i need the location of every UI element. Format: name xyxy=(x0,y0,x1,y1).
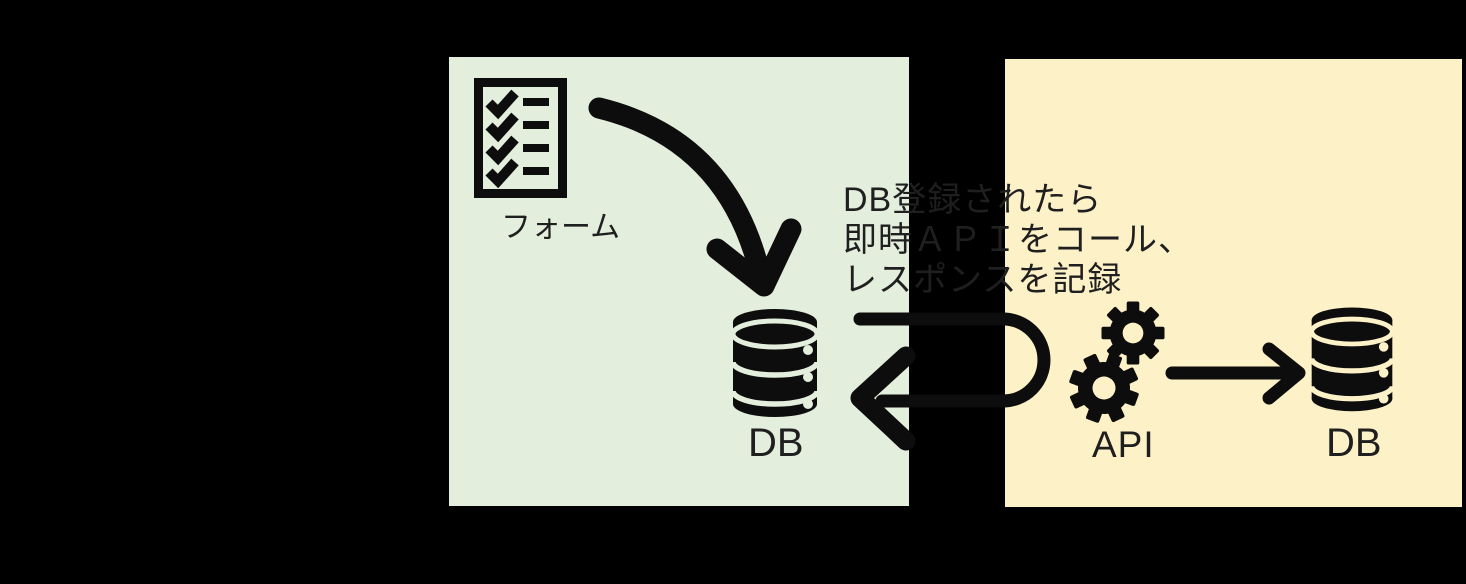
db-label-left: DB xyxy=(748,421,804,465)
form-label: フォーム xyxy=(501,211,621,244)
api-label: API xyxy=(1092,424,1155,465)
u-turn-arrow-icon xyxy=(850,312,1051,451)
right-arrow-icon xyxy=(1165,342,1306,405)
curved-arrow-icon xyxy=(588,97,802,297)
database-icon xyxy=(1312,308,1393,412)
database-icon xyxy=(733,309,817,417)
api-db-panel xyxy=(1005,59,1462,507)
db-label-right: DB xyxy=(1326,421,1382,465)
checklist-icon xyxy=(474,78,567,198)
gears-icon xyxy=(1059,301,1165,433)
annotation-line: 即時ＡＰＩをコール、 xyxy=(843,221,1193,259)
annotation-line: DB登録されたら xyxy=(843,181,1103,219)
annotation-line: レスポンスを記録 xyxy=(843,261,1123,299)
annotation-text: DB登録されたら 即時ＡＰＩをコール、 レスポンスを記録 xyxy=(843,180,1193,300)
